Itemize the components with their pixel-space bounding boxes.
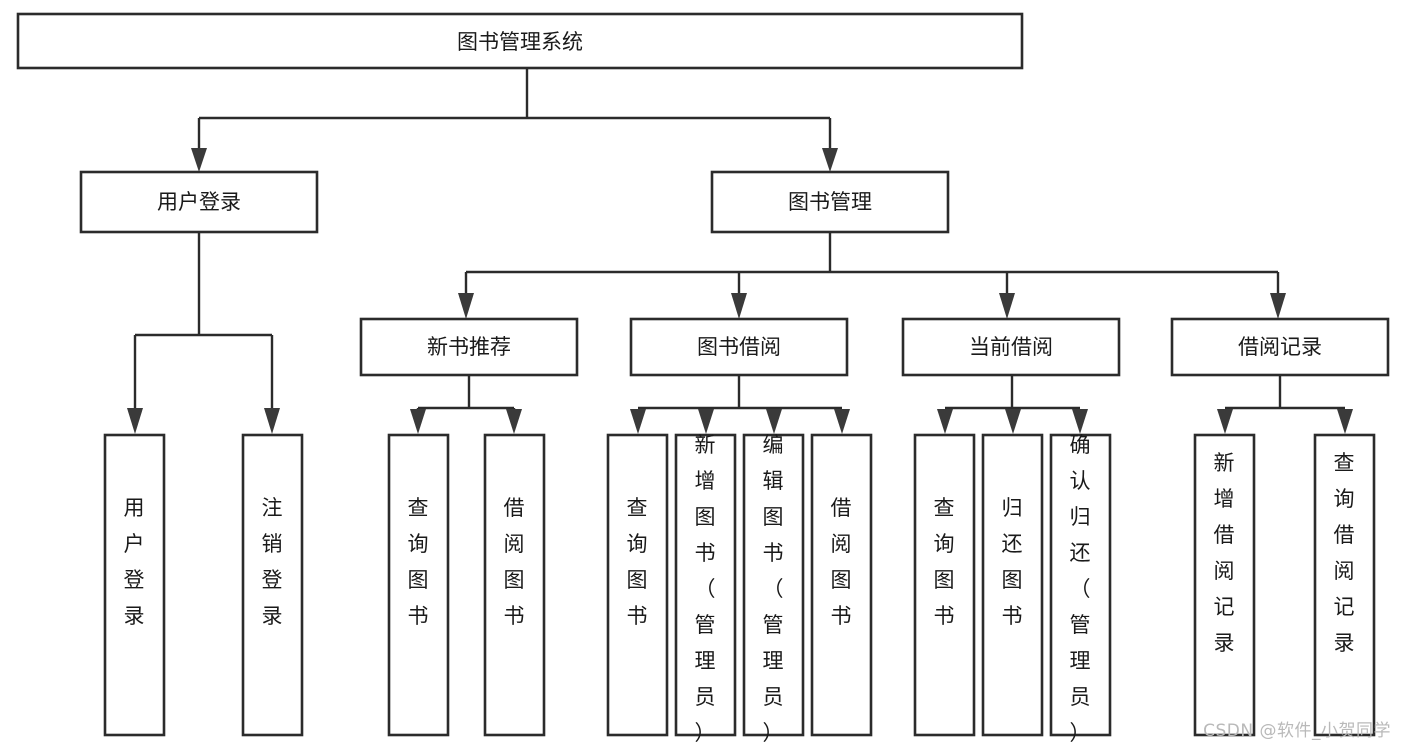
node-new-book-recommend-label: 新书推荐	[427, 335, 511, 359]
node-leaf-return-book[interactable]: 归还图书	[981, 433, 1044, 737]
node-current-borrow[interactable]: 当前借阅	[901, 317, 1121, 377]
arrow-head-leaf-return-book	[1005, 409, 1021, 434]
node-leaf-add-book-label: 新增图书（管理员）	[695, 433, 716, 745]
node-root-label: 图书管理系统	[457, 30, 583, 54]
arrow-head-leaf-borrow-book-2	[834, 409, 850, 434]
node-leaf-query-book-2[interactable]: 查询图书	[606, 433, 669, 737]
arrow-head-user-login	[191, 148, 207, 172]
node-current-borrow-box[interactable]	[901, 317, 1121, 377]
node-leaf-edit-book[interactable]: 编辑图书（管理员）	[742, 433, 805, 745]
node-leaf-query-book-3-label: 查询图书	[934, 496, 955, 628]
arrow-head-current-borrow	[999, 293, 1015, 319]
node-book-manage-label: 图书管理	[788, 190, 872, 214]
node-leaf-query-record-label: 查询借阅记录	[1334, 451, 1355, 655]
node-leaf-add-record[interactable]: 新增借阅记录	[1193, 433, 1256, 737]
node-leaf-add-record-label: 新增借阅记录	[1214, 451, 1235, 655]
node-leaf-logout-login-label: 注销登录	[262, 496, 283, 628]
node-root-box[interactable]	[16, 12, 1024, 70]
node-leaf-edit-book-label: 编辑图书（管理员）	[763, 433, 784, 745]
node-current-borrow-label: 当前借阅	[969, 335, 1053, 359]
node-leaf-query-book-1-label: 查询图书	[408, 496, 429, 628]
node-leaf-query-book-2-box[interactable]	[606, 433, 669, 737]
node-leaf-borrow-book-2-box[interactable]	[810, 433, 873, 737]
node-leaf-logout-login[interactable]: 注销登录	[241, 433, 304, 737]
node-book-manage[interactable]: 图书管理	[710, 170, 950, 234]
node-user-login-box[interactable]	[79, 170, 319, 234]
node-leaf-return-book-box[interactable]	[981, 433, 1044, 737]
node-leaf-query-book-1[interactable]: 查询图书	[387, 433, 450, 737]
arrow-head-leaf-logout-login	[264, 408, 280, 434]
node-leaf-borrow-book-2[interactable]: 借阅图书	[810, 433, 873, 737]
node-leaf-add-book[interactable]: 新增图书（管理员）	[674, 433, 737, 745]
arrow-head-leaf-query-record	[1337, 409, 1353, 434]
node-leaf-query-record[interactable]: 查询借阅记录	[1313, 433, 1376, 737]
node-book-borrow[interactable]: 图书借阅	[629, 317, 849, 377]
node-leaf-user-login-label: 用户登录	[124, 496, 145, 628]
node-borrow-record-label: 借阅记录	[1238, 335, 1322, 359]
node-user-login[interactable]: 用户登录	[79, 170, 319, 234]
connector-layer	[127, 68, 1353, 434]
node-leaf-borrow-book-1[interactable]: 借阅图书	[483, 433, 546, 737]
node-leaf-user-login-box[interactable]	[103, 433, 166, 737]
arrow-head-leaf-borrow-book-1	[506, 409, 522, 434]
node-leaf-add-book-box[interactable]	[674, 433, 737, 737]
arrow-head-leaf-add-record	[1217, 409, 1233, 434]
node-leaf-edit-book-box[interactable]	[742, 433, 805, 737]
node-new-book-recommend-box[interactable]	[359, 317, 579, 377]
node-book-borrow-label: 图书借阅	[697, 335, 781, 359]
node-borrow-record[interactable]: 借阅记录	[1170, 317, 1390, 377]
node-leaf-query-record-box[interactable]	[1313, 433, 1376, 737]
node-book-borrow-box[interactable]	[629, 317, 849, 377]
node-leaf-query-book-1-box[interactable]	[387, 433, 450, 737]
node-leaf-borrow-book-1-label: 借阅图书	[504, 496, 525, 628]
arrow-head-leaf-confirm-return	[1072, 409, 1088, 434]
arrow-head-new-book-recommend	[458, 293, 474, 319]
arrow-head-leaf-user-login	[127, 408, 143, 434]
arrow-head-leaf-query-book-2	[630, 409, 646, 434]
node-leaf-borrow-book-1-box[interactable]	[483, 433, 546, 737]
node-root[interactable]: 图书管理系统	[16, 12, 1024, 70]
arrow-head-leaf-add-book	[698, 409, 714, 434]
node-leaf-query-book-2-label: 查询图书	[627, 496, 648, 628]
node-leaf-confirm-return[interactable]: 确认归还（管理员）	[1049, 433, 1112, 745]
node-leaf-query-book-3[interactable]: 查询图书	[913, 433, 976, 737]
arrow-head-leaf-query-book-3	[937, 409, 953, 434]
node-leaf-confirm-return-box[interactable]	[1049, 433, 1112, 737]
node-leaf-logout-login-box[interactable]	[241, 433, 304, 737]
arrow-head-leaf-edit-book	[766, 409, 782, 434]
arrow-head-book-manage	[822, 148, 838, 172]
arrow-head-leaf-query-book-1	[410, 409, 426, 434]
node-leaf-borrow-book-2-label: 借阅图书	[831, 496, 852, 628]
node-leaf-query-book-3-box[interactable]	[913, 433, 976, 737]
arrow-head-book-borrow	[731, 293, 747, 319]
node-book-manage-box[interactable]	[710, 170, 950, 234]
arrow-head-borrow-record	[1270, 293, 1286, 319]
node-user-login-label: 用户登录	[157, 190, 241, 214]
node-leaf-confirm-return-label: 确认归还（管理员）	[1070, 433, 1091, 745]
node-leaf-user-login[interactable]: 用户登录	[103, 433, 166, 737]
node-borrow-record-box[interactable]	[1170, 317, 1390, 377]
node-new-book-recommend[interactable]: 新书推荐	[359, 317, 579, 377]
node-leaf-return-book-label: 归还图书	[1002, 496, 1023, 628]
node-leaf-add-record-box[interactable]	[1193, 433, 1256, 737]
